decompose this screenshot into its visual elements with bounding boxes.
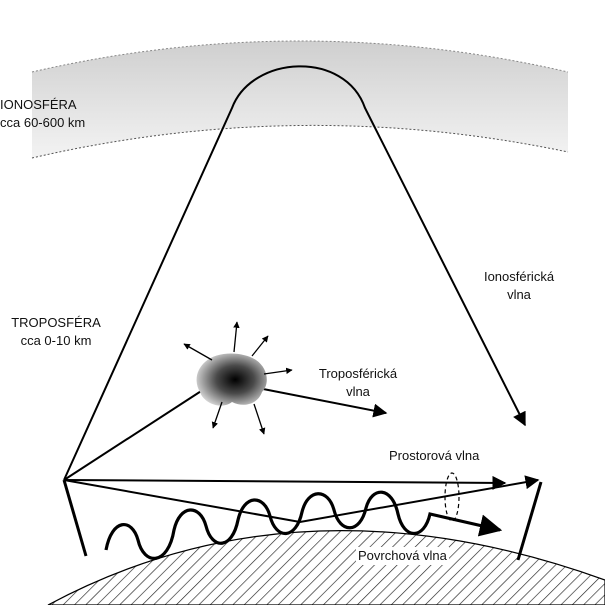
troposphere-label-line1: TROPOSFÉRA bbox=[11, 315, 101, 330]
ionosphere-label: IONOSFÉRA cca 60-600 km bbox=[0, 96, 85, 132]
ionosphere-label-line2: cca 60-600 km bbox=[0, 115, 86, 130]
ionosphere-top-edge bbox=[31, 40, 569, 73]
tropospheric-wave-label: Troposférická vlna bbox=[303, 365, 413, 401]
space-wave-marker-ellipse bbox=[444, 472, 460, 522]
tropospheric-wave-label-line1: Troposférická bbox=[318, 366, 398, 381]
space-wave-direct bbox=[63, 475, 507, 490]
receiver-antenna bbox=[516, 481, 543, 561]
tropospheric-wave-incoming bbox=[63, 383, 213, 481]
transmitter-antenna bbox=[62, 479, 88, 557]
ionospheric-wave-path bbox=[63, 65, 526, 481]
ionosphere-label-line1: IONOSFÉRA bbox=[0, 97, 77, 112]
tropospheric-wave-label-line2: vlna bbox=[346, 384, 370, 399]
troposphere-label-line2: cca 0-10 km bbox=[20, 333, 92, 348]
ionosphere-band bbox=[32, 41, 568, 158]
space-wave-label: Prostorová vlna bbox=[389, 448, 480, 463]
ionospheric-wave-label-line1: Ionosférická bbox=[483, 269, 555, 284]
ionosphere-bottom-edge bbox=[31, 124, 569, 159]
earth-surface bbox=[47, 530, 605, 605]
ground-wave-label: Povrchová vlna bbox=[356, 547, 449, 565]
scatter-arrows bbox=[183, 321, 293, 435]
ionospheric-wave-label-line2: vlna bbox=[507, 287, 531, 302]
troposphere-label: TROPOSFÉRA cca 0-10 km bbox=[0, 314, 112, 350]
ground-wave-path bbox=[104, 490, 503, 560]
tropospheric-wave-outgoing bbox=[257, 387, 388, 418]
ionospheric-wave-label: Ionosférická vlna bbox=[469, 268, 569, 304]
scatter-cloud bbox=[196, 353, 267, 406]
